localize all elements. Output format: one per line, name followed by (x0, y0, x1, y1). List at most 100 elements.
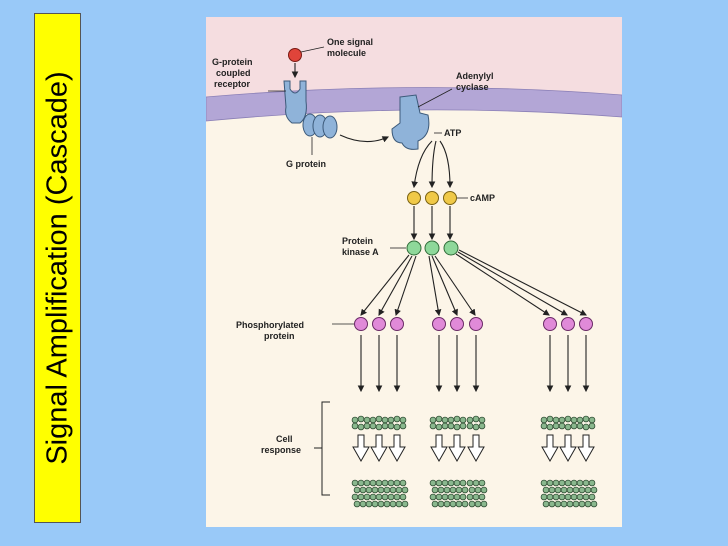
response-molecule (431, 486, 439, 494)
response-molecule (365, 500, 373, 508)
response-molecule (566, 486, 574, 494)
response-molecule (449, 500, 457, 508)
cascade-figure: One signal molecule G-protein coupled re… (206, 17, 622, 527)
response-molecule (570, 416, 578, 424)
response-molecule (459, 416, 467, 424)
response-molecule (435, 479, 443, 487)
response-molecule (560, 486, 568, 494)
response-molecule (459, 422, 467, 430)
signal-molecule (288, 48, 302, 62)
response-molecule (588, 493, 596, 501)
response-molecule (359, 500, 367, 508)
response-molecule (375, 415, 383, 423)
response-molecule (570, 493, 578, 501)
hollow-arrow (541, 434, 559, 463)
response-molecule (472, 479, 480, 487)
response-molecule (375, 423, 383, 431)
adenylyl-label-leader (417, 88, 453, 108)
title-box: Signal Amplification (Cascade) (34, 13, 81, 523)
response-molecule (472, 493, 480, 501)
response-molecule (395, 500, 403, 508)
response-molecule (474, 486, 482, 494)
response-molecule (441, 422, 449, 430)
response-molecule (564, 479, 572, 487)
response-molecule (387, 479, 395, 487)
cell-response-bracket (321, 401, 330, 496)
response-molecule (449, 486, 457, 494)
response-molecule (461, 486, 469, 494)
response-molecule (369, 493, 377, 501)
response-molecule (381, 479, 389, 487)
response-molecule (351, 479, 359, 487)
extracellular-space (206, 17, 622, 99)
response-molecule (546, 479, 554, 487)
response-molecule (399, 416, 407, 424)
response-molecule (576, 422, 584, 430)
response-molecule (453, 423, 461, 431)
camp-label: cAMP (470, 193, 495, 203)
response-molecule (554, 500, 562, 508)
response-molecule (441, 416, 449, 424)
response-molecule (582, 423, 590, 431)
response-molecule (590, 500, 598, 508)
response-molecule (443, 486, 451, 494)
response-molecule (540, 422, 548, 430)
signal-label-2: molecule (327, 48, 366, 58)
response-molecule (461, 500, 469, 508)
response-molecule (540, 479, 548, 487)
response-molecule (381, 422, 389, 430)
response-molecule (431, 500, 439, 508)
phos-label-2: protein (264, 331, 295, 341)
hollow-arrow (577, 434, 595, 463)
receptor-label-3: receptor (214, 79, 251, 89)
response-molecule (582, 415, 590, 423)
response-molecule (566, 500, 574, 508)
hollow-arrow (370, 434, 388, 463)
response-molecule (466, 416, 474, 424)
response-molecule (375, 493, 383, 501)
response-molecule (588, 422, 596, 430)
protein-to-response-arrows (357, 335, 590, 393)
response-molecule (383, 486, 391, 494)
response-molecule (353, 500, 361, 508)
response-molecule (375, 479, 383, 487)
signal-label-1: One signal (327, 37, 373, 47)
response-molecule (548, 500, 556, 508)
response-molecule (393, 479, 401, 487)
response-molecules-bottom (351, 479, 598, 508)
response-molecule (584, 486, 592, 494)
response-molecule (357, 423, 365, 431)
response-molecule (546, 415, 554, 423)
phosphorylated-proteins (354, 317, 593, 331)
response-molecule (468, 500, 476, 508)
response-molecule (572, 486, 580, 494)
cascade-diagram: One signal molecule G-protein coupled re… (206, 17, 622, 508)
pka-label-2: kinase A (342, 247, 379, 257)
response-molecule (401, 486, 409, 494)
response-molecule (371, 500, 379, 508)
response-molecule (381, 493, 389, 501)
response-molecule (459, 493, 467, 501)
g-protein-complex (302, 113, 338, 139)
atp-label: ATP (444, 128, 461, 138)
response-molecule (558, 479, 566, 487)
pka-label-1: Protein (342, 236, 373, 246)
response-molecule (578, 486, 586, 494)
response-molecule (363, 479, 371, 487)
response-molecule (369, 416, 377, 424)
response-molecule (472, 415, 480, 423)
response-molecule (377, 500, 385, 508)
response-molecule (558, 493, 566, 501)
response-molecule (588, 416, 596, 424)
response-molecule (447, 422, 455, 430)
response-molecule (357, 479, 365, 487)
response-molecule (453, 479, 461, 487)
response-molecule (554, 486, 562, 494)
atp-to-camp-arrows (411, 140, 454, 189)
response-molecule (478, 479, 486, 487)
response-molecule (353, 486, 361, 494)
response-molecule (466, 479, 474, 487)
receptor-label-2: coupled (216, 68, 251, 78)
response-molecule (466, 422, 474, 430)
response-molecule (435, 415, 443, 423)
